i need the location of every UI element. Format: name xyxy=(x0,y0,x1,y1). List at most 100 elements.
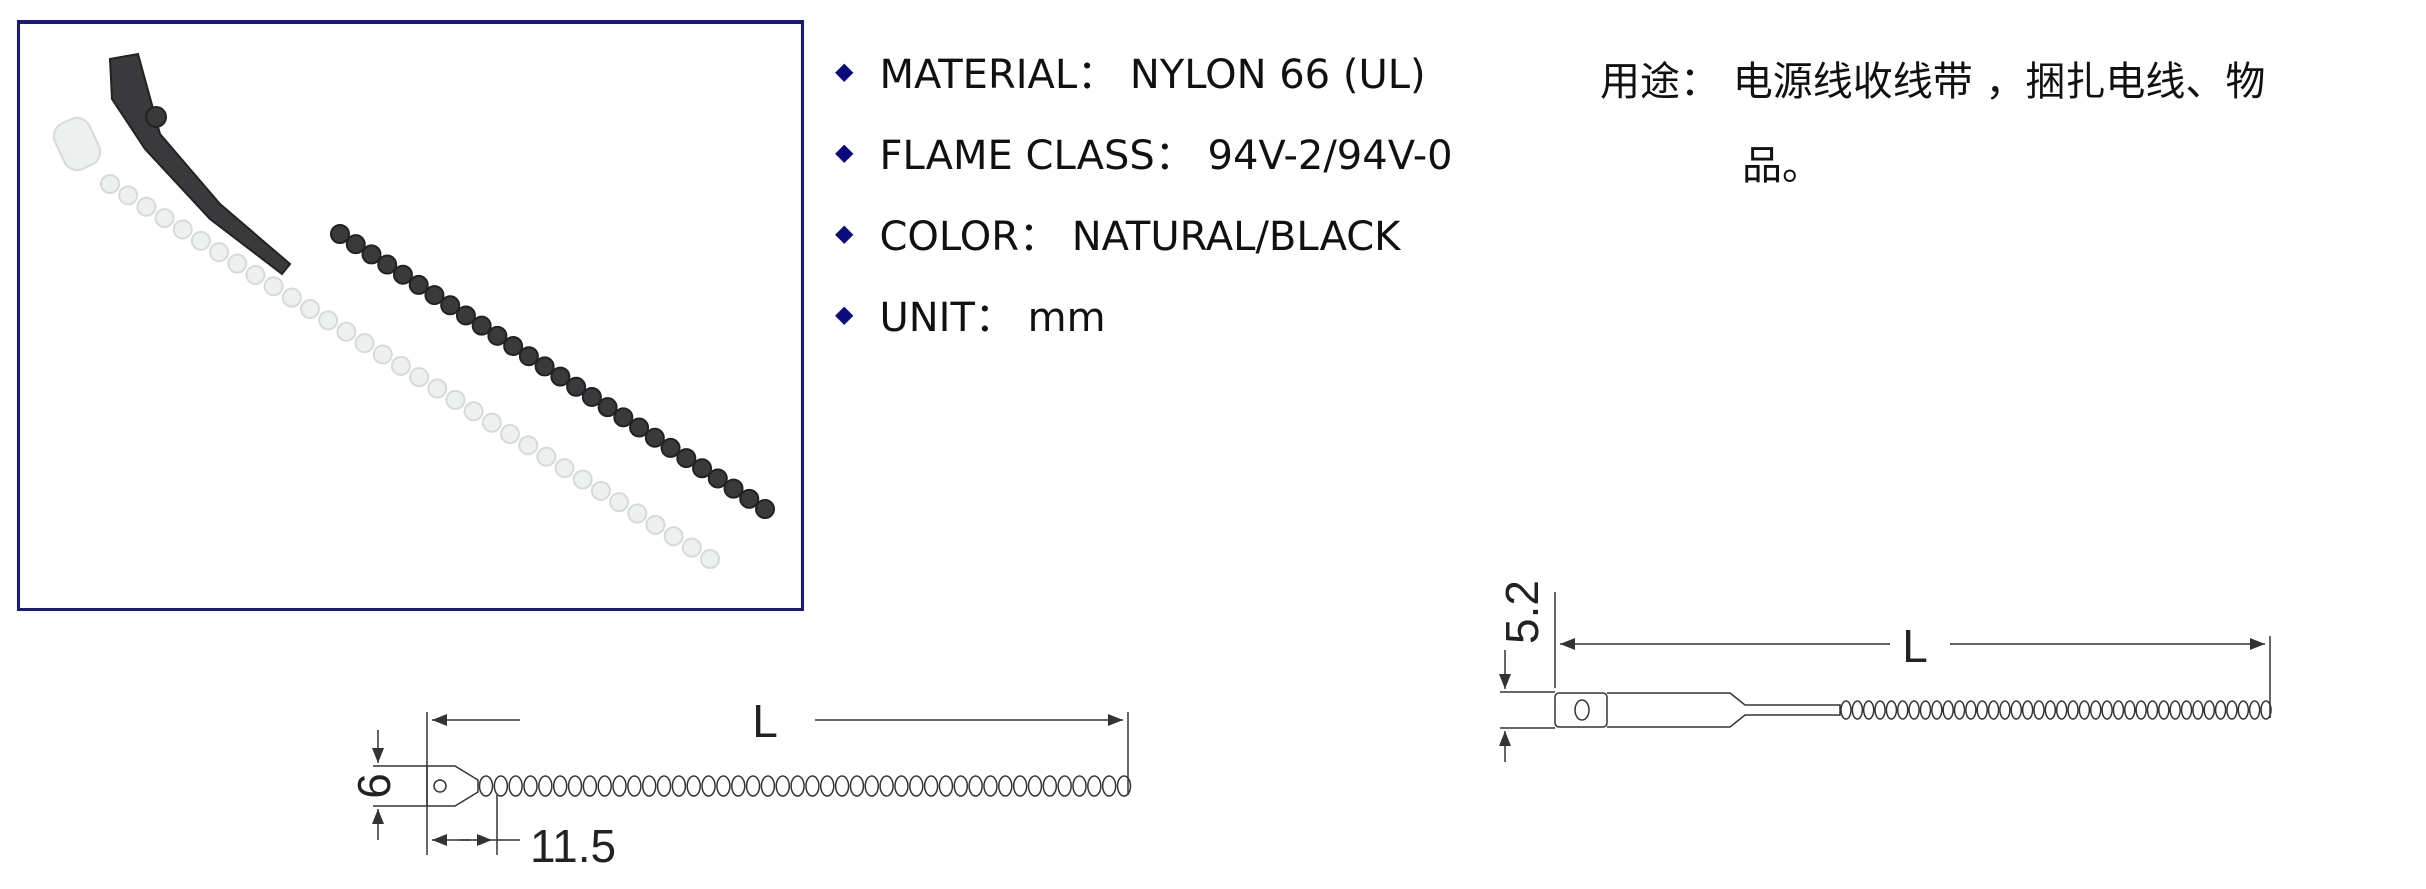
bead xyxy=(263,276,284,297)
bead xyxy=(493,775,509,797)
bead xyxy=(968,775,983,797)
left-height-label: 6 xyxy=(348,773,400,799)
spec-text: UNIT： mm xyxy=(879,294,1106,341)
bead xyxy=(330,224,350,244)
bead xyxy=(1897,700,1909,720)
bead xyxy=(136,196,157,217)
bead xyxy=(318,310,339,331)
bead xyxy=(681,537,702,558)
bead xyxy=(663,526,684,547)
bead xyxy=(377,254,398,275)
bead xyxy=(518,346,539,367)
bead xyxy=(518,435,539,456)
bead xyxy=(154,208,175,229)
bead xyxy=(2169,700,2181,720)
bead xyxy=(1116,775,1132,797)
bead xyxy=(300,299,320,319)
bead xyxy=(2010,700,2023,720)
bead xyxy=(508,775,523,797)
cable-ties-image xyxy=(52,52,775,569)
bead xyxy=(336,321,357,342)
bead xyxy=(2021,700,2034,720)
bead xyxy=(760,775,776,797)
bead xyxy=(2237,700,2250,720)
left-length-label: L xyxy=(752,695,778,747)
bead xyxy=(1885,700,1898,720)
spec-list: ◆MATERIAL： NYLON 66 (UL) ◆FLAME CLASS： 9… xyxy=(835,30,1453,354)
bead xyxy=(644,427,665,448)
bead xyxy=(566,376,587,397)
bead xyxy=(676,448,697,469)
bead xyxy=(1976,700,1988,720)
bead xyxy=(775,775,790,797)
bead xyxy=(755,499,775,519)
bead xyxy=(629,417,650,438)
bead xyxy=(552,775,568,797)
bead xyxy=(2067,700,2079,720)
usage-line-2: 品。 xyxy=(1742,143,1822,189)
bead xyxy=(1012,775,1028,797)
bead xyxy=(730,775,746,797)
bead xyxy=(550,366,571,387)
bead xyxy=(455,305,476,326)
bead xyxy=(554,458,575,479)
bead xyxy=(701,775,716,797)
usage-label: 用途： xyxy=(1600,59,1720,105)
bead xyxy=(503,336,524,357)
right-height-label: 5.2 xyxy=(1496,580,1548,644)
bead xyxy=(281,287,302,308)
bead xyxy=(2158,700,2170,720)
bead xyxy=(354,333,375,354)
bead xyxy=(523,775,538,797)
diamond-bullet-icon: ◆ xyxy=(835,56,854,85)
bead xyxy=(627,775,642,797)
bead xyxy=(2044,700,2057,720)
bead xyxy=(1057,775,1072,797)
bead xyxy=(190,230,211,251)
bead xyxy=(424,285,445,306)
bead xyxy=(118,185,139,206)
bead xyxy=(2180,700,2193,720)
bead xyxy=(392,264,413,285)
bead xyxy=(790,775,805,797)
bead xyxy=(597,775,612,797)
bead xyxy=(345,234,366,255)
bead xyxy=(938,775,954,797)
usage-line-1: 电源线收线带 ，捆扎电线、物 xyxy=(1732,59,2266,105)
bead xyxy=(567,775,583,797)
bead xyxy=(471,315,492,336)
bead xyxy=(2078,700,2091,720)
bead xyxy=(613,407,634,428)
bead xyxy=(1851,700,1864,720)
bead xyxy=(2055,700,2068,720)
bead xyxy=(2248,700,2261,720)
bead xyxy=(481,412,502,433)
spec-text: COLOR： NATURAL/BLACK xyxy=(879,213,1401,260)
bead xyxy=(2135,700,2147,720)
bead xyxy=(487,325,508,346)
spec-unit: ◆UNIT： mm xyxy=(835,273,1453,354)
bead xyxy=(998,775,1013,797)
bead xyxy=(1027,775,1043,797)
spec-material: ◆MATERIAL： NYLON 66 (UL) xyxy=(835,30,1453,111)
left-head-label: 11.5 xyxy=(530,820,616,872)
bead xyxy=(1087,775,1102,797)
bead xyxy=(894,775,909,797)
bead xyxy=(739,488,760,509)
drawing-right xyxy=(1499,592,2272,762)
bead xyxy=(227,253,248,274)
bead xyxy=(1072,775,1087,797)
bead xyxy=(953,775,969,797)
bead xyxy=(390,355,411,376)
bead xyxy=(463,401,484,422)
bead xyxy=(408,274,429,295)
bead xyxy=(2033,700,2045,720)
drawing-left xyxy=(372,712,1132,855)
product-photo xyxy=(17,20,804,611)
diamond-bullet-icon: ◆ xyxy=(835,218,854,247)
spec-color: ◆ COLOR： NATURAL/BLACK xyxy=(835,192,1453,273)
bead xyxy=(500,424,520,444)
bead xyxy=(686,775,701,797)
bead xyxy=(581,386,602,407)
